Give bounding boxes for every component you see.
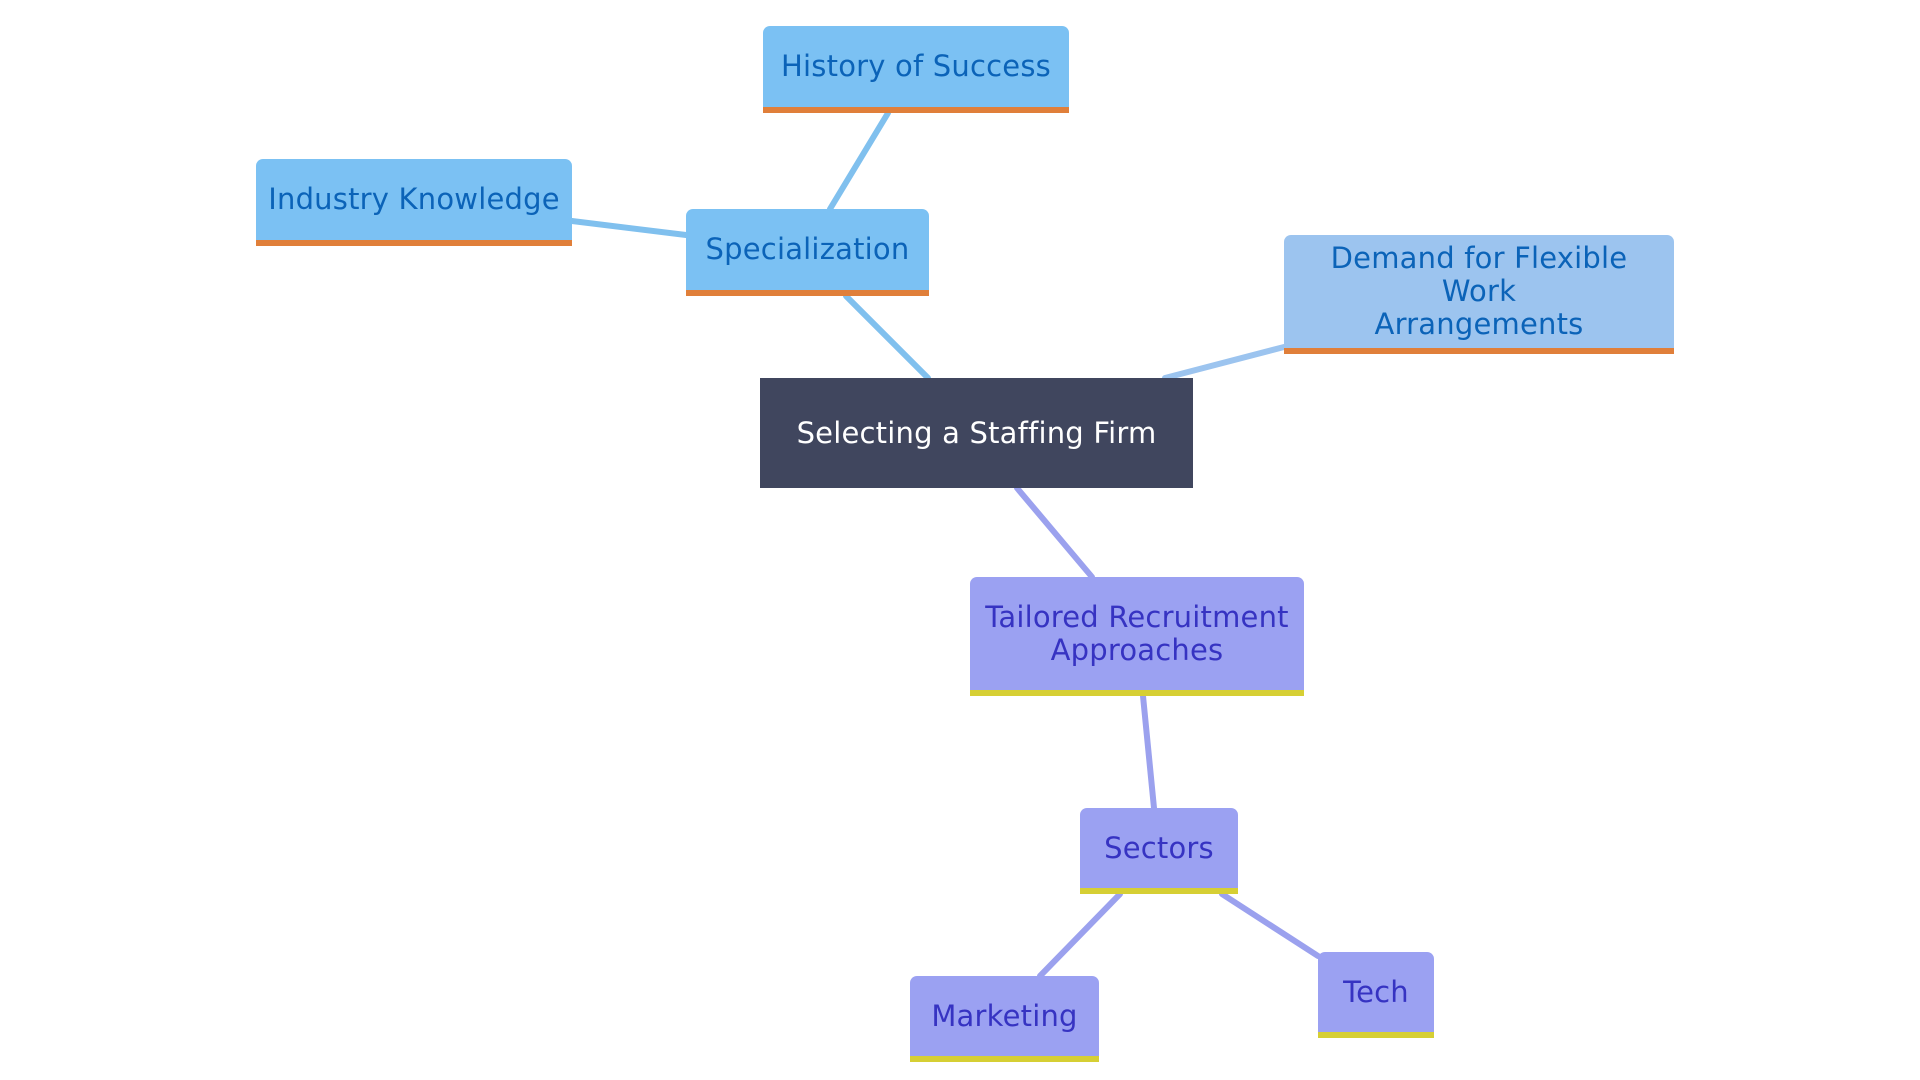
node-label: Tech — [1343, 974, 1409, 1009]
node-label-line: Marketing — [931, 998, 1078, 1033]
edge-sectors-to-tech — [1219, 891, 1321, 959]
node-label-line: Arrangements — [1374, 307, 1584, 341]
node-label-line: Specialization — [705, 232, 910, 266]
node-marketing[interactable]: Marketing — [910, 976, 1099, 1062]
node-root[interactable]: Selecting a Staffing Firm — [760, 378, 1193, 488]
node-label-line: Sectors — [1104, 830, 1214, 865]
edge-specialization-to-history-of-success — [827, 110, 891, 212]
node-label-line: Selecting a Staffing Firm — [796, 415, 1157, 450]
node-label: Sectors — [1104, 830, 1214, 865]
node-label-line: Tech — [1343, 974, 1409, 1009]
edge-root-to-demand-flexible-work — [1162, 344, 1287, 381]
node-label-line: History of Success — [781, 49, 1051, 83]
node-specialization[interactable]: Specialization — [686, 209, 929, 296]
edge-sectors-to-marketing — [1037, 891, 1123, 979]
node-label: History of Success — [781, 50, 1051, 83]
node-label: Specialization — [706, 233, 910, 266]
edge-specialization-to-industry-knowledge — [569, 218, 689, 238]
node-label-line: Tailored Recruitment — [985, 599, 1289, 634]
node-industry-knowledge[interactable]: Industry Knowledge — [256, 159, 572, 246]
node-tech[interactable]: Tech — [1318, 952, 1434, 1038]
node-label-line: Demand for Flexible Work — [1330, 241, 1628, 308]
node-history-of-success[interactable]: History of Success — [763, 26, 1069, 113]
node-label: Selecting a Staffing Firm — [796, 415, 1157, 450]
edge-root-to-tailored-recruitment — [1014, 485, 1095, 580]
node-sectors[interactable]: Sectors — [1080, 808, 1238, 894]
node-label: Industry Knowledge — [268, 183, 560, 216]
node-label-line: Industry Knowledge — [268, 182, 560, 216]
node-label-line: Approaches — [1050, 632, 1224, 667]
node-label: Marketing — [931, 998, 1078, 1033]
edge-tailored-recruitment-to-sectors — [1140, 693, 1157, 811]
edge-root-to-specialization — [843, 293, 931, 381]
